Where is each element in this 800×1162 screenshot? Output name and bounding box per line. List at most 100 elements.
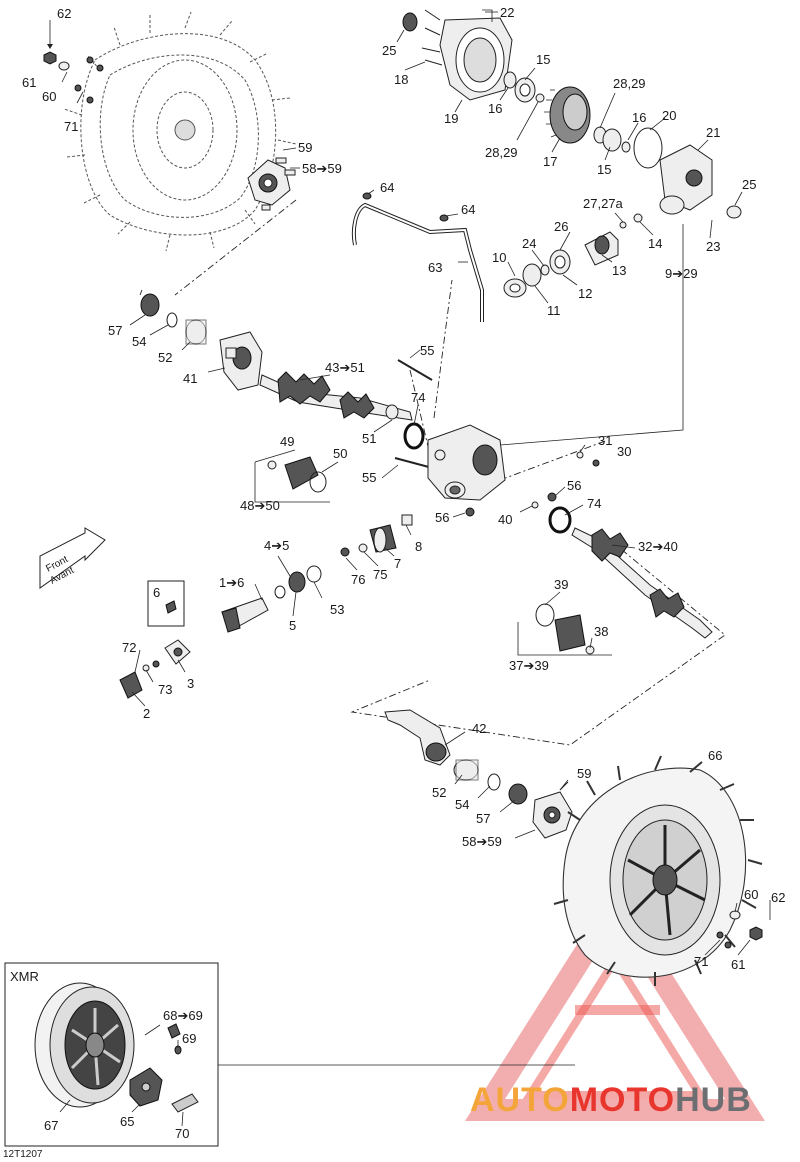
center-cap-65 [129,1067,163,1107]
callout-6: 6 [153,585,160,600]
callout-48-50: 48➔50 [240,498,280,513]
callout-21: 21 [706,125,720,140]
watermark-auto: AUTO [470,1081,570,1119]
valve-stem-68-69 [167,1023,182,1055]
callout-16-right: 16 [632,110,646,125]
callout-39: 39 [554,577,568,592]
automotohub-watermark-logo [464,884,766,1121]
callout-16-top: 16 [488,101,502,116]
callout-13: 13 [612,263,626,278]
knuckle-42 [384,709,451,766]
nut-56-bottom [465,507,475,517]
seal-25-top [402,12,418,32]
callout-40: 40 [498,512,512,527]
callout-10: 10 [492,250,506,265]
callout-69: 69 [182,1031,196,1046]
callout-12: 12 [578,286,592,301]
circlip-54-bottom [487,773,501,791]
callout-28-29-right: 28,29 [613,76,646,91]
callout-61-top: 61 [22,75,36,90]
callout-24: 24 [522,236,536,251]
callout-5: 5 [289,618,296,633]
callout-19: 19 [444,111,458,126]
callout-62-top: 62 [57,6,71,21]
callout-65: 65 [120,1114,134,1129]
callout-38: 38 [594,624,608,639]
callout-61-bottom: 61 [731,957,745,972]
callout-59-top: 59 [298,140,312,155]
callout-20: 20 [662,108,676,123]
ring-40 [531,501,539,509]
ring-gear-17 [544,86,591,144]
callout-49: 49 [280,434,294,449]
callout-67: 67 [44,1118,58,1133]
seal-57-left [140,293,160,317]
callout-58-59-top: 58➔59 [302,161,342,176]
callout-41: 41 [183,371,197,386]
callout-76: 76 [351,572,365,587]
watermark-hub: HUB [675,1081,752,1119]
front-differential-assembly [427,424,506,501]
drive-shaft-43-51 [259,371,413,421]
callout-50: 50 [333,446,347,461]
callout-42: 42 [472,721,486,736]
wheel-nuts-bottom-right [716,900,771,949]
seal-57-bottom [508,783,528,805]
callout-4-5: 4➔5 [264,538,289,553]
callout-28-29-left: 28,29 [485,145,518,160]
callout-43-51: 43➔51 [325,360,365,375]
callout-66: 66 [708,748,722,763]
callout-59-bottom: 59 [577,766,591,781]
o-ring-20 [633,127,663,169]
callout-74-left: 74 [411,390,425,405]
callout-25-top: 25 [382,43,396,58]
leader-lines [59,11,751,1127]
callout-64-left: 64 [380,180,394,195]
callout-26: 26 [554,219,568,234]
vent-hose-63 [351,192,484,322]
callout-54-bottom: 54 [455,797,469,812]
callout-51: 51 [362,431,376,446]
callout-56-right: 56 [567,478,581,493]
callout-52-left: 52 [158,350,172,365]
callout-73: 73 [158,682,172,697]
callout-17: 17 [543,154,557,169]
xmr-rim-67 [34,982,135,1108]
callout-62-bottom: 62 [771,890,785,905]
callout-22: 22 [500,5,514,20]
o-ring-74-left [403,422,425,450]
callout-54-left: 54 [132,334,146,349]
callout-63: 63 [428,260,442,275]
callout-15-top: 15 [536,52,550,67]
callout-1-6: 1➔6 [219,575,244,590]
grease-fitting-inset-6 [147,580,185,627]
shim-27 [619,221,627,229]
callout-25-right: 25 [742,177,756,192]
o-ring-74-right [548,506,572,534]
callout-60-top: 60 [42,89,56,104]
bottom-right-wheel-tire-66 [553,755,763,986]
callout-57-bottom: 57 [476,811,490,826]
callout-37-39: 37➔39 [509,658,549,673]
boot-kit-48-50 [254,449,330,503]
figure-code: 12T1207 [3,1149,43,1160]
pinion-gear-13 [584,231,619,266]
callout-31: 31 [598,433,612,448]
callout-2: 2 [143,706,150,721]
callout-9-29: 9➔29 [665,266,698,281]
callout-71-bottom: 71 [694,954,708,969]
callout-15-right: 15 [597,162,611,177]
bolts-30-31 [576,451,600,467]
circlip-54-left [166,312,178,328]
drive-shaft-32-40 [571,527,713,639]
wheel-nuts-top-left [43,20,104,104]
callout-23: 23 [706,239,720,254]
callout-27-27a: 27,27a [583,196,624,211]
callout-71-top: 71 [64,119,78,134]
watermark-moto: MOTO [570,1081,675,1119]
top-left-wheel-tire [63,11,297,252]
callout-52-bottom: 52 [432,785,446,800]
decal-70 [171,1093,199,1113]
callout-56-bottom: 56 [435,510,449,525]
